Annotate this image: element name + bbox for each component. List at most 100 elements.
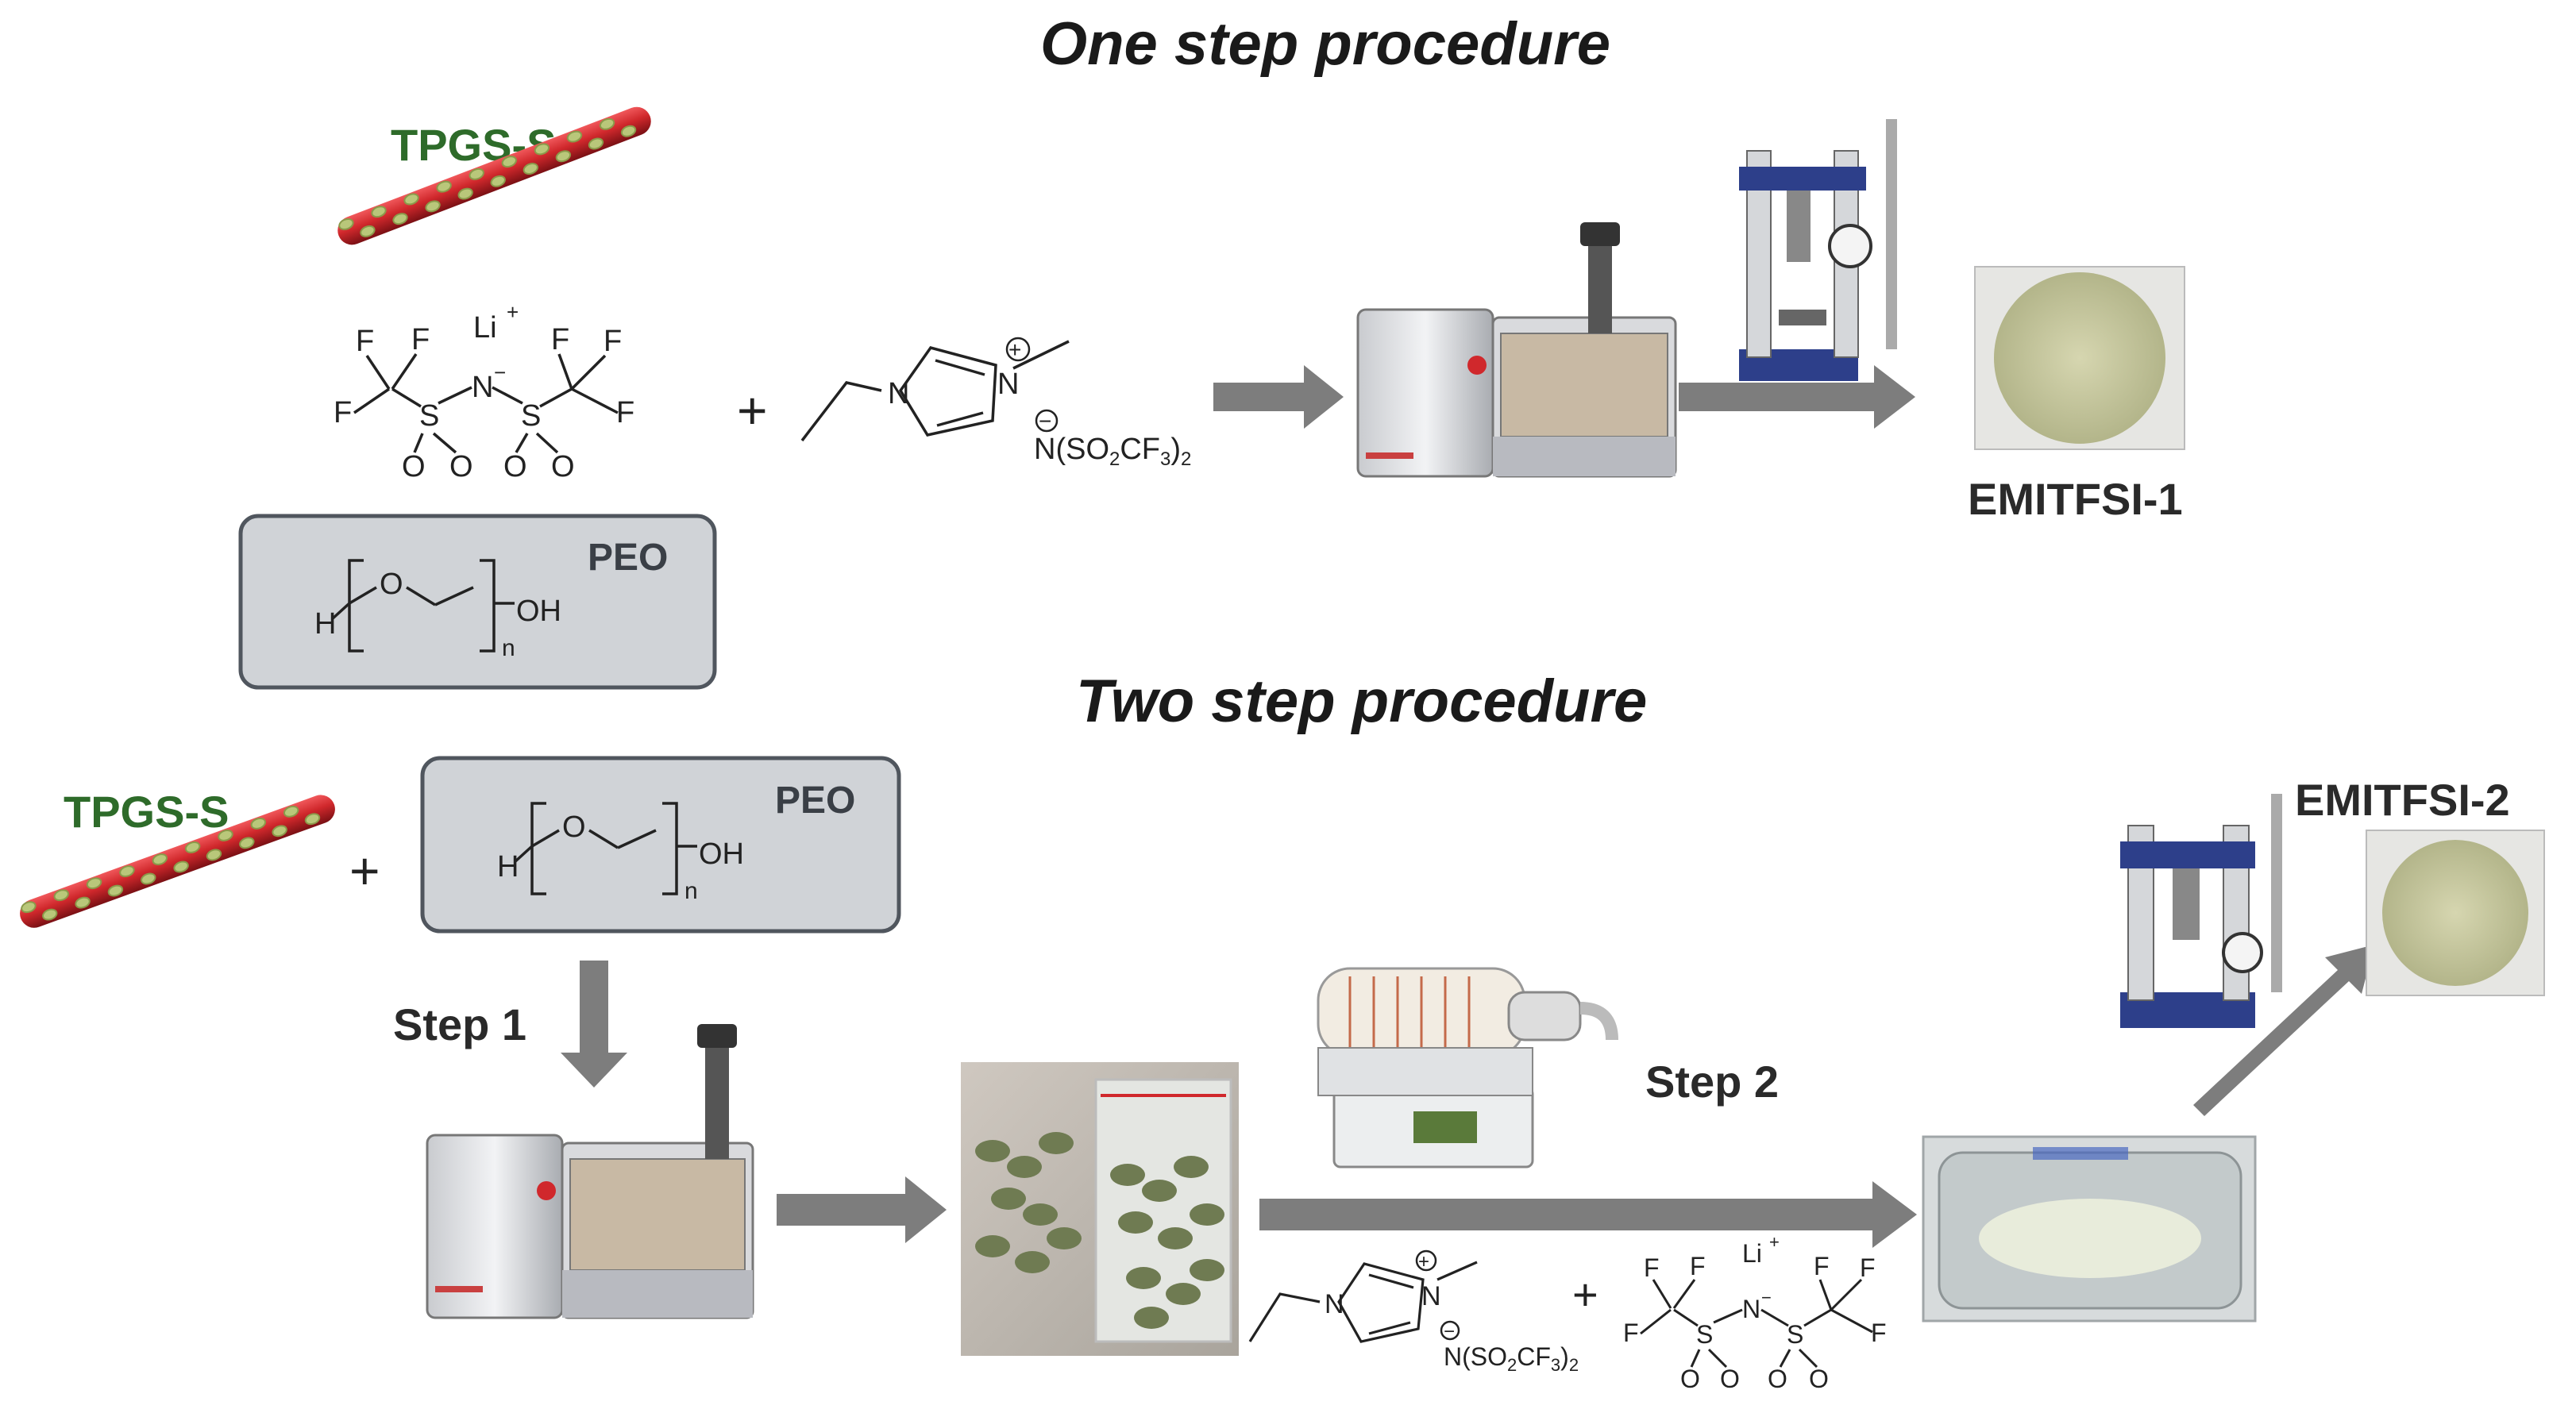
tpgs-bead [119, 865, 135, 878]
tpgs-bead [555, 150, 572, 163]
svg-text:N: N [997, 368, 1019, 401]
svg-text:F: F [1814, 1252, 1830, 1280]
svg-text:O: O [1680, 1365, 1700, 1393]
svg-text:+: + [507, 300, 519, 324]
tpgs-bead [620, 125, 637, 137]
svg-text:n: n [684, 878, 698, 904]
press-icon-top [1739, 119, 1897, 381]
svg-text:O: O [380, 568, 403, 601]
svg-text:Li: Li [473, 311, 497, 345]
tpgs-bead [184, 841, 201, 853]
tpgs-bead [501, 156, 517, 168]
svg-text:−: − [1039, 409, 1051, 433]
pellet [1039, 1132, 1074, 1154]
step-2-label: Step 2 [1645, 1057, 1780, 1107]
svg-text:S: S [521, 399, 541, 433]
pellet [1134, 1307, 1169, 1329]
pellet [1118, 1211, 1153, 1234]
tpgs-bead [272, 825, 287, 837]
step-1-label: Step 1 [393, 999, 527, 1049]
pellet-bag-photo [961, 1062, 1239, 1356]
pellet [1190, 1259, 1224, 1281]
tpgs-bead [425, 200, 441, 213]
tpgs-bead [107, 884, 124, 897]
svg-text:n: n [502, 635, 515, 661]
tpgs-rod-top [337, 106, 651, 245]
svg-text:N: N [1325, 1289, 1344, 1319]
svg-text:F: F [1871, 1319, 1887, 1347]
svg-text:S: S [419, 399, 439, 433]
peo-box-bottom: PEO H O OH n [420, 756, 901, 934]
arrow-top-1 [1213, 365, 1344, 429]
tpgs-bead [392, 213, 408, 225]
tpgs-bead [457, 187, 473, 200]
svg-text:−: − [1761, 1288, 1772, 1307]
svg-text:F: F [616, 396, 634, 429]
tpgs-bead [599, 117, 615, 130]
svg-text:H: H [497, 850, 519, 884]
svg-text:F: F [1644, 1253, 1660, 1282]
peo-box-top: PEO H O OH n [238, 514, 717, 690]
tpgs-bead [371, 206, 387, 218]
pellet [1190, 1203, 1224, 1226]
svg-text:N(SO2CF3)2: N(SO2CF3)2 [1034, 433, 1191, 470]
tpgs-bead [173, 861, 189, 873]
pellet [975, 1140, 1010, 1162]
tpgs-bead [86, 877, 102, 890]
arrow-step-2 [1259, 1181, 1917, 1248]
svg-text:O: O [1720, 1365, 1740, 1393]
pellet [1047, 1227, 1082, 1249]
svg-text:N: N [888, 377, 909, 410]
tpgs-bead [239, 837, 255, 849]
litfsi-structure-top: Li + F F F S N − S F F F O O O O [334, 300, 634, 483]
tpgs-bead [218, 830, 233, 841]
tpgs-bead [523, 163, 538, 175]
pellet [975, 1235, 1010, 1257]
litfsi-structure-bottom: Li + F F F S N − S F F F O O O O [1623, 1232, 1887, 1393]
pellet [1023, 1203, 1058, 1226]
tpgs-bead [360, 225, 376, 237]
svg-text:O: O [551, 450, 575, 483]
one-step-title: One step procedure [1040, 10, 1610, 78]
svg-text:−: − [1444, 1321, 1455, 1342]
svg-text:F: F [411, 323, 430, 356]
tpgs-bead [250, 817, 267, 830]
emitfsi-structure-bottom: N N + − N(SO2CF3)2 [1248, 1249, 1579, 1375]
tpgs-rod-bottom [20, 795, 335, 928]
svg-text:Li: Li [1742, 1239, 1762, 1268]
pellet [1126, 1267, 1161, 1289]
pellet [1110, 1164, 1145, 1186]
plus-sign-top: + [737, 381, 768, 440]
svg-text:F: F [1623, 1319, 1639, 1347]
pellet [991, 1188, 1026, 1210]
extruder-icon-top [1356, 222, 1677, 478]
svg-text:F: F [604, 325, 622, 358]
pellet [1007, 1156, 1042, 1178]
arrow-bottom-1 [777, 1176, 947, 1243]
tpgs-bead [566, 130, 583, 143]
peo-label-top: PEO [588, 537, 668, 579]
tpgs-bead [283, 805, 299, 818]
product-label-2: EMITFSI-2 [2295, 775, 2510, 825]
svg-text:+: + [1418, 1251, 1429, 1272]
product-label-1: EMITFSI-1 [1968, 474, 2183, 524]
tpgs-bead [469, 167, 484, 180]
svg-text:N: N [472, 371, 493, 404]
tpgs-bead [141, 872, 156, 885]
pellet [1158, 1227, 1193, 1249]
press-icon-bottom [2120, 794, 2282, 1028]
svg-text:O: O [449, 450, 473, 483]
tpgs-bead [490, 175, 506, 187]
svg-text:F: F [1860, 1253, 1876, 1282]
lab-dryer-icon [1317, 967, 1618, 1169]
two-step-title: Two step procedure [1076, 668, 1648, 735]
tpgs-bead [42, 908, 58, 921]
tpgs-bead [588, 137, 604, 150]
svg-text:O: O [1809, 1365, 1829, 1393]
svg-text:F: F [356, 325, 374, 358]
tpgs-bead [75, 896, 91, 909]
extruder-icon-bottom [426, 1024, 754, 1319]
svg-text:H: H [314, 607, 336, 641]
